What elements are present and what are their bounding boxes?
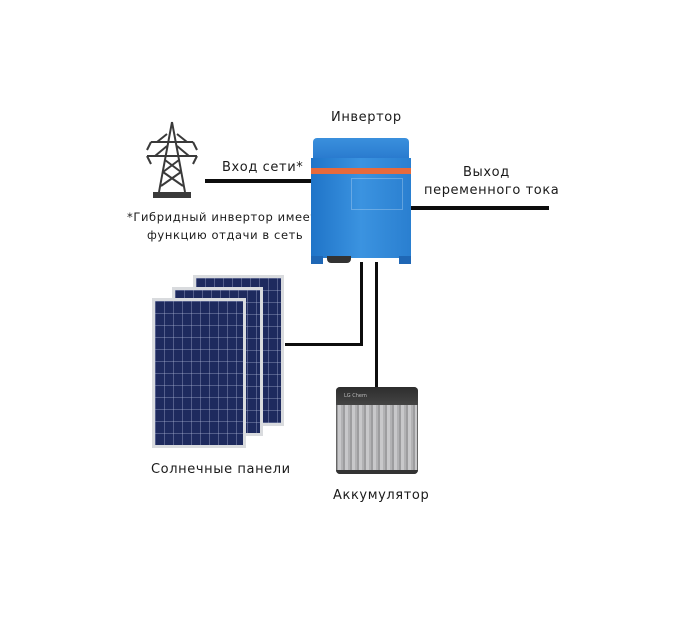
battery-label: Аккумулятор (333, 488, 430, 503)
solar-line-vertical (360, 262, 363, 346)
grid-input-line (205, 179, 313, 183)
inverter-label: Инвертор (331, 110, 402, 125)
battery-icon: LG Chem (336, 387, 418, 474)
grid-input-label: Вход сети* (222, 160, 304, 175)
ac-output-label-line1: Выход (463, 165, 510, 180)
solar-panel-front (152, 298, 246, 448)
battery-line (375, 262, 378, 387)
power-tower-icon (145, 120, 199, 200)
inverter-icon (311, 138, 411, 264)
ac-output-line (411, 206, 549, 210)
solar-panels-label: Солнечные панели (151, 462, 291, 477)
hybrid-note-line2: функцию отдачи в сеть (147, 228, 304, 242)
ac-output-label-line2: переменного тока (424, 183, 560, 198)
hybrid-note-line1: *Гибридный инвертор имеет (127, 210, 318, 224)
solar-line-horizontal (285, 343, 363, 346)
